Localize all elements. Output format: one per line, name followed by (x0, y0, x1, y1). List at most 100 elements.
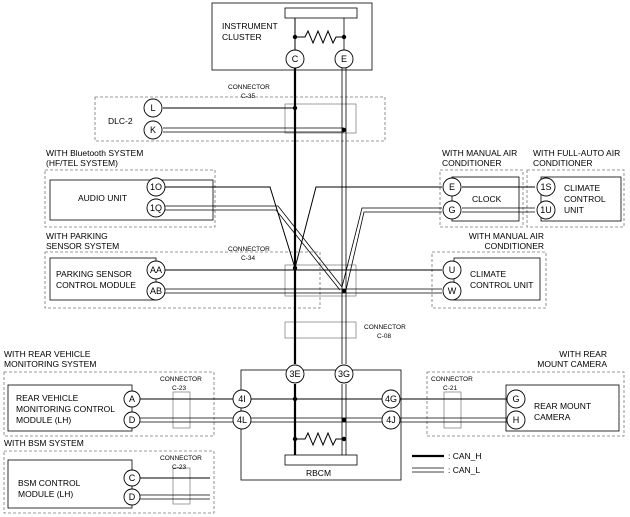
full-auto-ac-label-2: CONDITIONER (533, 158, 593, 168)
pin-l-dlc2: L (143, 98, 163, 118)
svg-text:1U: 1U (540, 205, 552, 215)
pin-1q-audio: 1Q (146, 198, 166, 218)
manual-ac-group-box-mid (431, 251, 547, 309)
rear-monitoring-module-label-1: REAR VEHICLE (16, 393, 79, 403)
parking-group-box (44, 251, 321, 309)
pin-4l-rbcm: 4L (232, 410, 252, 430)
pin-d-rear-monitoring: D (123, 411, 141, 429)
manual-ac-mid-label-2: CONDITIONER (485, 241, 545, 251)
svg-text:AA: AA (150, 265, 162, 275)
parking-group-label-2: SENSOR SYSTEM (46, 241, 119, 251)
pin-d-bsm: D (123, 488, 141, 506)
connector-c35-label-1: CONNECTOR (228, 84, 270, 91)
can-l-wiring (139, 68, 535, 500)
connector-c23-top-label-1: CONNECTOR (160, 376, 202, 383)
junction-dots (292, 34, 347, 442)
manual-ac-group-box-top (439, 169, 524, 228)
dlc2-group-box (94, 96, 386, 142)
svg-text:E: E (341, 54, 347, 64)
pin-4i-rbcm: 4I (232, 389, 252, 409)
audio-unit-label: AUDIO UNIT (78, 193, 127, 203)
svg-text:1S: 1S (540, 182, 551, 192)
pin-k-dlc2: K (143, 120, 163, 140)
manual-ac-top-label-1: WITH MANUAL AIR (442, 148, 517, 158)
parking-module-box (49, 257, 157, 301)
rbcm-terminating-resistor (295, 431, 345, 447)
svg-text:H: H (513, 415, 520, 425)
parking-group-label-1: WITH PARKING (46, 231, 108, 241)
svg-text:C: C (292, 54, 299, 64)
pin-4j-rbcm: 4J (381, 410, 401, 430)
instrument-cluster-terminator-bar (284, 7, 358, 19)
connector-c21-label-2: C-21 (443, 385, 457, 392)
clock-label: CLOCK (472, 194, 502, 204)
legend-can-h-label: : CAN_H (448, 451, 482, 461)
bsm-module-label-2: MODULE (LH) (18, 489, 73, 499)
pin-g-clock: G (442, 200, 462, 220)
bluetooth-group-label-1: WITH Bluetooth SYSTEM (46, 148, 143, 158)
svg-text:4J: 4J (386, 415, 396, 425)
connector-c23-bottom-outline (172, 467, 191, 505)
svg-text:D: D (129, 415, 136, 425)
manual-ac-mid-label-1: WITH MANUAL AIR (469, 231, 544, 241)
connector-c23-top-outline (172, 391, 191, 429)
svg-text:3E: 3E (289, 369, 300, 379)
pin-ab-parking: AB (146, 281, 166, 301)
rbcm-terminator-bar (284, 454, 358, 466)
svg-text:K: K (150, 125, 156, 135)
connector-c23-bottom-label-1: CONNECTOR (160, 455, 202, 462)
can-h-wiring (139, 68, 535, 479)
svg-text:1Q: 1Q (150, 203, 162, 213)
instrument-cluster-label-2: CLUSTER (222, 32, 262, 42)
rear-camera-group-label-2: MOUNT CAMERA (537, 359, 607, 369)
pin-g-rear-camera: G (506, 389, 526, 409)
connector-c34-label-1: CONNECTOR (228, 246, 270, 253)
svg-text:4L: 4L (237, 415, 247, 425)
climate-mid-label-1: CLIMATE (470, 269, 507, 279)
legend: : CAN_H : CAN_L (412, 451, 482, 475)
connector-c08-label-2: C-08 (377, 333, 391, 340)
pin-w-climate-mid: W (442, 281, 462, 301)
svg-text:3G: 3G (338, 369, 350, 379)
rear-camera-label-1: REAR MOUNT (534, 401, 591, 411)
rear-monitoring-module-label-3: MODULE (LH) (16, 415, 71, 425)
rear-monitoring-group-label-1: WITH REAR VEHICLE (4, 349, 91, 359)
pin-c-bsm: C (123, 469, 141, 487)
instrument-cluster-label-1: INSTRUMENT (222, 21, 278, 31)
bsm-module-label-1: BSM CONTROL (18, 478, 81, 488)
svg-text:AB: AB (150, 286, 162, 296)
pin-aa-parking: AA (146, 260, 166, 280)
rear-monitoring-module-label-2: MONITORING CONTROL (16, 404, 115, 414)
connector-c21-outline (443, 391, 462, 429)
climate-top-label-1: CLIMATE (564, 183, 601, 193)
svg-text:A: A (129, 394, 135, 404)
climate-mid-label-2: CONTROL UNIT (470, 280, 533, 290)
connector-c21-label-1: CONNECTOR (431, 376, 473, 383)
svg-text:G: G (448, 205, 455, 215)
legend-can-l-label: : CAN_L (448, 465, 480, 475)
svg-text:U: U (449, 265, 456, 275)
rear-monitoring-group-label-2: MONITORING SYSTEM (4, 359, 96, 369)
svg-text:C: C (129, 473, 136, 483)
svg-text:G: G (512, 394, 519, 404)
manual-ac-top-label-2: CONDITIONER (442, 158, 502, 168)
bsm-group-box (3, 450, 215, 514)
pin-e-clock: E (442, 177, 462, 197)
pin-e-cluster: E (334, 49, 354, 69)
svg-text:L: L (150, 103, 155, 113)
pin-h-rear-camera: H (506, 410, 526, 430)
climate-top-label-3: UNIT (564, 205, 584, 215)
full-auto-ac-label-1: WITH FULL-AUTO AIR (533, 148, 620, 158)
connector-c35-outline (284, 103, 357, 134)
connector-c35-label-2: C-35 (241, 93, 255, 100)
pin-1o-audio: 1O (146, 177, 166, 197)
svg-text:E: E (449, 182, 455, 192)
climate-top-label-2: CONTROL (564, 194, 606, 204)
clock-box (451, 176, 520, 222)
connector-c34-label-2: C-34 (241, 255, 255, 262)
svg-text:4G: 4G (385, 394, 397, 404)
pin-c-cluster: C (285, 49, 305, 69)
pin-a-rear-monitoring: A (123, 390, 141, 408)
connector-c23-bottom-label-2: C-23 (172, 464, 186, 471)
